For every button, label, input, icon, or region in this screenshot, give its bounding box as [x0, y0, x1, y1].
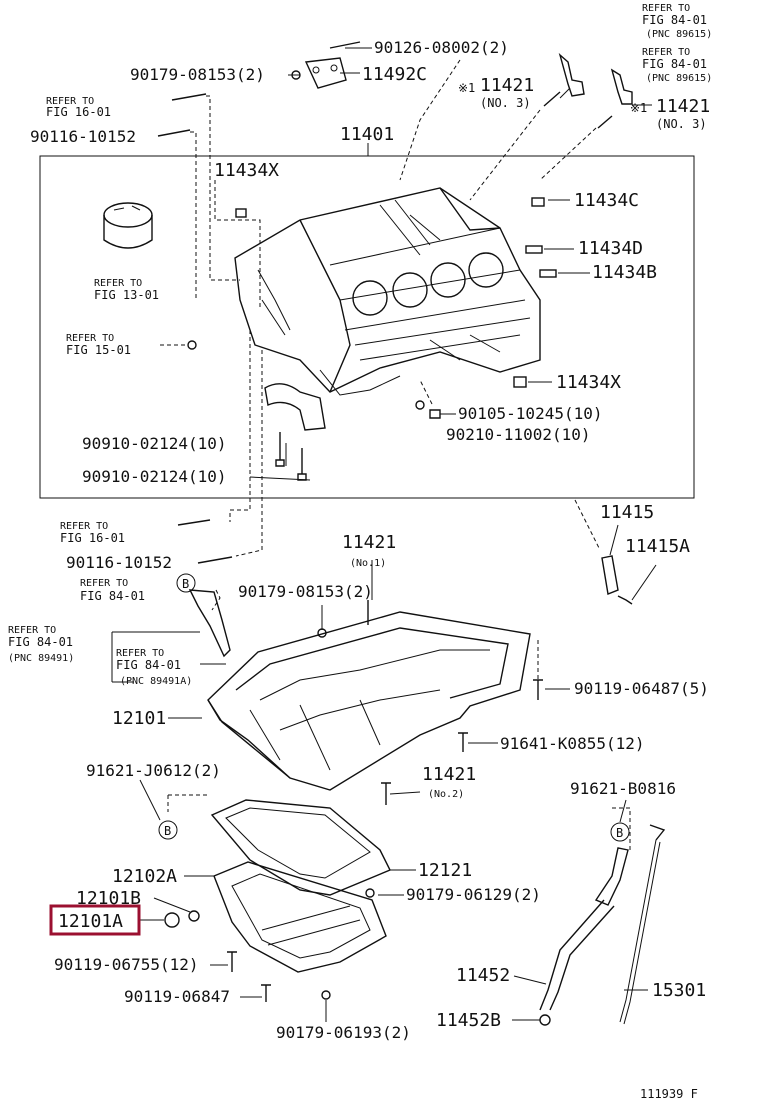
label-91621-b0816: 91621-B0816 [570, 779, 676, 798]
label-11421-no3-b-sub: (NO. 3) [656, 117, 707, 131]
label-11421-no1-sub: (No.1) [350, 558, 386, 569]
label-11434d: 11434D [578, 238, 643, 259]
refer-16-01b-line1: REFER TO [60, 521, 108, 532]
refer-84-01e-line3: (PNC 89491A) [120, 676, 192, 687]
part-labels: REFER TO FIG 84-01 (PNC 89615) 90126-080… [8, 3, 712, 1101]
label-12101: 12101 [112, 708, 166, 729]
refer-15-01-line2: FIG 15-01 [66, 343, 131, 357]
asterisk-mark-2: ※1 [630, 101, 647, 115]
refer-84-01a-line2: FIG 84-01 [642, 13, 707, 27]
label-11434c: 11434C [574, 190, 639, 211]
label-90116-10152-top: 90116-10152 [30, 127, 136, 146]
refer-16-01b-line2: FIG 16-01 [60, 531, 125, 545]
label-11421-no3-a-sub: (NO. 3) [480, 96, 531, 110]
label-11415a: 11415A [625, 536, 690, 557]
label-11421-no3-b: 11421 [656, 96, 710, 117]
refer-84-01c-line2: FIG 84-01 [80, 589, 145, 603]
label-91641-k0855: 91641-K0855(12) [500, 734, 645, 753]
label-90119-06847: 90119-06847 [124, 987, 230, 1006]
label-11401: 11401 [340, 124, 394, 145]
footer-code: 111939 F [640, 1087, 698, 1101]
pan-fasteners [177, 519, 543, 805]
label-90116-10152-bottom: 90116-10152 [66, 553, 172, 572]
refer-84-01c-line1: REFER TO [80, 578, 128, 589]
label-90119-06755: 90119-06755(12) [54, 955, 199, 974]
leader-lines [111, 47, 657, 1022]
label-15301: 15301 [652, 980, 706, 1001]
label-90119-06487: 90119-06487(5) [574, 679, 709, 698]
label-12101a: 12101A [58, 911, 123, 932]
label-90179-08153-bottom: 90179-08153(2) [238, 582, 373, 601]
refer-16-01a-line1: REFER TO [46, 96, 94, 107]
oil-pan-upper-drawing [188, 555, 633, 791]
label-12102a: 12102A [112, 866, 177, 887]
label-12121: 12121 [418, 860, 472, 881]
refer-84-01b-line2: FIG 84-01 [642, 57, 707, 71]
block-fasteners [157, 41, 633, 481]
label-91621-j0612: 91621-J0612(2) [86, 761, 221, 780]
refer-84-01a-line1: REFER TO [642, 3, 690, 14]
label-90910-02124-a: 90910-02124(10) [82, 434, 227, 453]
label-90179-06129: 90179-06129(2) [406, 885, 541, 904]
label-12101b: 12101B [76, 888, 141, 909]
label-11452: 11452 [456, 965, 510, 986]
label-90105-10245: 90105-10245(10) [458, 404, 603, 423]
cylinder-block-drawing [103, 187, 541, 431]
label-11421-no1: 11421 [342, 532, 396, 553]
label-90910-02124-b: 90910-02124(10) [82, 467, 227, 486]
refer-84-01b-line1: REFER TO [642, 47, 690, 58]
label-11421-no2-sub: (No.2) [428, 789, 464, 800]
label-90179-06193: 90179-06193(2) [276, 1023, 411, 1042]
refer-13-01-line2: FIG 13-01 [94, 288, 159, 302]
label-11492c: 11492C [362, 64, 427, 85]
circle-b-label-1: B [182, 577, 189, 591]
circle-b-label-2: B [164, 824, 171, 838]
label-11421-no3-a: 11421 [480, 75, 534, 96]
refer-84-01d-line2: FIG 84-01 [8, 635, 73, 649]
dashed-reference-lines [160, 59, 631, 850]
refer-84-01a-line3: (PNC 89615) [646, 29, 712, 40]
refer-84-01e-line2: FIG 84-01 [116, 658, 181, 672]
oil-pan-lower-drawing [164, 799, 391, 1002]
highlight-box-12101a [49, 904, 141, 936]
refer-84-01b-line3: (PNC 89615) [646, 73, 712, 84]
circle-b-markers: B B B [158, 573, 630, 842]
refer-84-01d-line1: REFER TO [8, 625, 56, 636]
refer-16-01a-line2: FIG 16-01 [46, 105, 111, 119]
label-90179-08153-top: 90179-08153(2) [130, 65, 265, 84]
label-90126-08002: 90126-08002(2) [374, 38, 509, 57]
refer-13-01-line1: REFER TO [94, 278, 142, 289]
refer-15-01-line1: REFER TO [66, 333, 114, 344]
asterisk-mark-1: ※1 [458, 81, 475, 95]
refer-84-01d-line3: (PNC 89491) [8, 653, 74, 664]
label-11434x-top: 11434X [214, 160, 279, 181]
block-frame [39, 155, 695, 499]
circle-b-label-3: B [616, 826, 623, 840]
label-11452b: 11452B [436, 1010, 501, 1031]
label-11421-no2: 11421 [422, 764, 476, 785]
dipstick-drawing [539, 824, 666, 1026]
label-90210-11002: 90210-11002(10) [446, 425, 591, 444]
refer-84-01e-line1: REFER TO [116, 648, 164, 659]
label-11415: 11415 [600, 502, 654, 523]
label-11434x-mid: 11434X [556, 372, 621, 393]
label-11434b: 11434B [592, 262, 657, 283]
